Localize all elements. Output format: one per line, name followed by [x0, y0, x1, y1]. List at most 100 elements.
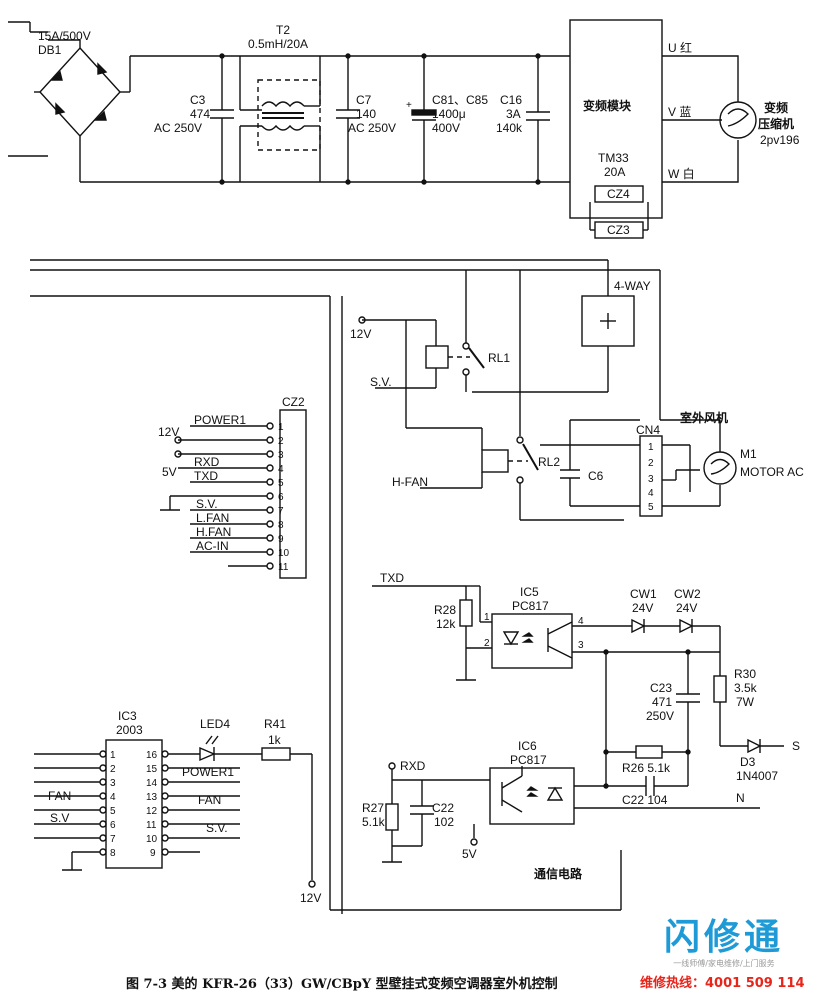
rl1-coil [425, 345, 449, 369]
ic3-pin-2: 2 [110, 764, 116, 775]
cz2-signal-acin: AC-IN [196, 539, 229, 553]
cz2-pin-4: 4 [278, 464, 284, 475]
w-phase-label: W 白 [668, 166, 695, 181]
cz2-pin-7: 7 [278, 506, 284, 517]
c81-rating-label: 400V [432, 121, 460, 135]
c23-rating-label: 250V [646, 709, 674, 723]
c23-label: C23 [650, 681, 672, 695]
bridge-rectifier-db1 [39, 46, 121, 138]
r41-value-label: 1k [268, 733, 282, 747]
c3-label: C3 [190, 93, 206, 107]
ic3-pin-4: 4 [110, 792, 116, 803]
m1-label: M1 [740, 447, 757, 461]
cz2-section [160, 409, 307, 579]
cz2-pin-2: 2 [278, 436, 284, 447]
ic3-pin-13: 13 [146, 792, 158, 803]
comm-circuit-title: 通信电路 [534, 866, 583, 881]
cz2-pin-8: 8 [278, 520, 284, 531]
c7-rating-label: AC 250V [348, 121, 396, 135]
ic3-chip [105, 739, 163, 869]
cz2-label: CZ2 [282, 395, 305, 409]
ic3-pin-9: 9 [150, 848, 156, 859]
ic3-pin-12: 12 [146, 806, 158, 817]
cz2-pin-11: 11 [278, 562, 289, 573]
comm-rxd-label: RXD [400, 759, 426, 773]
cz2-signal-power1: POWER1 [194, 413, 246, 427]
cz2-pin-5: 5 [278, 478, 284, 489]
ic3-fan-input-label: FAN [48, 789, 71, 803]
c81-label: C81、C85 [432, 93, 488, 107]
compressor-model-label: 2pv196 [760, 133, 800, 147]
c22-label: C22 [432, 801, 454, 815]
relay-12v-label: 12V [350, 327, 371, 341]
c3-rating-label: AC 250V [154, 121, 202, 135]
ic3-pin-15: 15 [146, 764, 158, 775]
ic3-pin-7: 7 [110, 834, 116, 845]
ic3-pin-8: 8 [110, 848, 116, 859]
h-fan-label: H-FAN [392, 475, 428, 489]
cn4-pin-3: 3 [648, 474, 654, 485]
rl2-label: RL2 [538, 455, 560, 469]
u-phase-label: U 红 [668, 40, 692, 55]
r28-label: R28 [434, 603, 456, 617]
svg-text:+: + [406, 100, 412, 111]
d3-part-label: 1N4007 [736, 769, 778, 783]
cw2-label: CW2 [674, 587, 701, 601]
figure-caption: 图 7-3 美的 KFR-26（33）GW/CBpY 型壁挂式变频空调器室外机控… [126, 977, 558, 992]
watermark-brand: 闪修通 [663, 917, 784, 958]
cz3-label: CZ3 [607, 223, 630, 237]
ic3-pin-5: 5 [110, 806, 116, 817]
relay-section [358, 260, 737, 521]
cz2-pin-1: 1 [278, 422, 284, 433]
cn4-connector [639, 435, 663, 517]
d3-label: D3 [740, 755, 756, 769]
compressor-label-2: 压缩机 [758, 116, 794, 131]
rl2-coil [481, 449, 509, 473]
control-board-frame [30, 259, 622, 914]
c23-value-label: 471 [652, 695, 672, 709]
c16-value2-label: 140k [496, 121, 523, 135]
cw2-value-label: 24V [676, 601, 697, 615]
c22-value-label: 102 [434, 815, 454, 829]
ic3-part-label: 2003 [116, 723, 143, 737]
c16-label: C16 [500, 93, 522, 107]
ic3-section [34, 735, 316, 888]
ic5-pin-2: 2 [484, 638, 490, 649]
ic5-part-label: PC817 [512, 599, 549, 613]
cz2-pin-3: 3 [278, 450, 284, 461]
compressor-motor-symbol [719, 101, 757, 139]
ic5-pin-4: 4 [578, 616, 584, 627]
ic3-12v-label: 12V [300, 891, 321, 905]
motor-ac-label: MOTOR AC [740, 465, 804, 479]
cw1-value-label: 24V [632, 601, 653, 615]
inverter-module-label: 变频模块 [583, 98, 632, 113]
outdoor-fan-title: 室外风机 [680, 410, 728, 425]
tm33-rating-label: 20A [604, 165, 625, 179]
ic3-sv-output-label: S.V. [206, 821, 228, 835]
r26-resistor [635, 745, 663, 759]
compressor-label-1: 变频 [764, 100, 788, 115]
r26-label: R26 5.1k [622, 761, 671, 775]
power-section: + [8, 19, 757, 239]
tm33-label: TM33 [598, 151, 629, 165]
ic3-pin-3: 3 [110, 778, 116, 789]
cw1-label: CW1 [630, 587, 657, 601]
r30-label: R30 [734, 667, 756, 681]
r28-resistor [459, 599, 473, 627]
ic3-pin-16: 16 [146, 750, 158, 761]
ic5-optocoupler [491, 613, 573, 669]
c7-label: C7 [356, 93, 372, 107]
four-way-label: 4-WAY [614, 279, 651, 293]
r30-resistor [713, 675, 727, 703]
led4-label: LED4 [200, 717, 230, 731]
inverter-module-box [569, 19, 663, 219]
cz2-signal-hfan: H.FAN [196, 525, 231, 539]
cz2-5v-label: 5V [162, 465, 177, 479]
ic3-fan-output-label: FAN [198, 793, 221, 807]
cz2-signal-lfan: L.FAN [196, 511, 229, 525]
t2-value-label: 0.5mH/20A [248, 37, 308, 51]
fan-motor-symbol [703, 451, 737, 485]
ic3-pin-11: 11 [146, 820, 157, 831]
ic3-sv-input-label: S.V [50, 811, 69, 825]
